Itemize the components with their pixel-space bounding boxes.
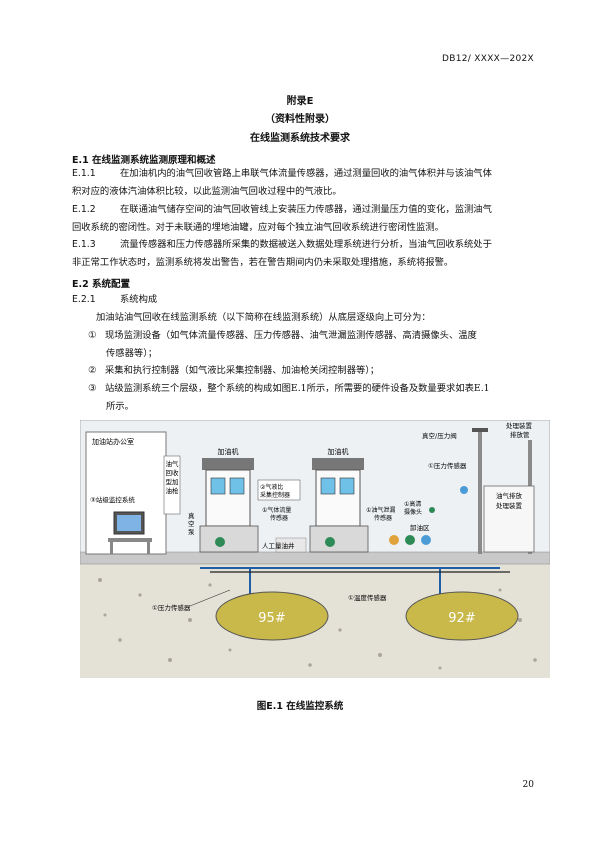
vapor-processing-unit <box>483 485 535 553</box>
flow-sensor-1-label: ①气体流量 <box>262 506 291 514</box>
temp-sensor-label: ①温度传感器 <box>348 593 387 602</box>
section-e2-heading: E.2 系统配置 <box>72 279 131 290</box>
appendix-subtitle: 在线监测系统技术要求 <box>250 133 350 144</box>
appendix-title: 附录E <box>286 96 314 107</box>
dispenser-1: 加油机 <box>199 447 259 553</box>
section-e1-heading: E.1 在线监测系统监测原理和概述 <box>72 155 216 166</box>
list-item: ① 现场监测设备（如气体流量传感器、压力传感器、油气泄漏监测传感器、高清摄像头、… <box>88 330 477 359</box>
svg-text:采集控制器: 采集控制器 <box>260 491 290 499</box>
vent-pipe <box>478 430 482 554</box>
dispenser-2-label: 加油机 <box>328 447 349 456</box>
document-id: DB12/ XXXX—202X <box>442 54 534 64</box>
vapor-unit-label: 油气排放 <box>496 491 523 500</box>
vacuum-pump-label: 真空泵 <box>188 511 195 536</box>
tank-95: 95# <box>215 591 329 641</box>
pressure-sensor-top-label: ①压力传感器 <box>428 461 467 470</box>
clause-number: E.2.1 <box>72 294 96 305</box>
svg-text:传感器: 传感器 <box>270 514 288 522</box>
clause-number: E.1.2 <box>72 204 96 215</box>
tank-95-label: 95# <box>258 611 285 626</box>
pressure-sensor-bottom-label: ①压力传感器 <box>152 603 191 612</box>
office-label: 加油站办公室 <box>92 437 134 446</box>
list-item: ③ 站级监测系统三个层级，整个系统的构成如图E.1所示，所需要的硬件设备及数量要… <box>88 383 490 412</box>
station-monitor-label: ③站级监控系统 <box>90 495 135 504</box>
nozzle-label: 油气回收型加油枪 <box>166 459 180 495</box>
manhole-label: 人工量油井 <box>262 541 295 550</box>
tank-92-label: 92# <box>448 611 475 626</box>
gl-controller-label: ②气液比 <box>260 483 283 491</box>
office-building <box>85 431 167 555</box>
unloading-label: 卸油区 <box>410 523 430 532</box>
list-item: ② 采集和执行控制器（如气液比采集控制器、加油枪关闭控制器等）； <box>88 365 380 376</box>
page-number: 20 <box>522 780 534 790</box>
figure-caption: 图E.1 在线监控系统 <box>256 701 344 712</box>
svg-text:排放管: 排放管 <box>510 430 530 439</box>
svg-text:传感器: 传感器 <box>374 514 392 522</box>
dispenser-2: 加油机 <box>309 447 369 553</box>
flow-sensor-2-label: ①油气泄漏 <box>366 506 395 514</box>
svg-text:摄像头: 摄像头 <box>404 508 422 516</box>
dispenser-1-label: 加油机 <box>218 447 239 456</box>
pv-valve-label: 真空/压力阀 <box>422 431 457 440</box>
clause-number: E.1.3 <box>72 239 96 250</box>
clause-number: E.1.1 <box>72 168 96 179</box>
online-monitoring-diagram: 加油站办公室 ③站级监控系统 油气回收型加油枪 加油机 真空泵 ②气液比 采集控… <box>80 420 550 678</box>
tank-92: 92# <box>405 591 519 641</box>
svg-text:处理装置: 处理装置 <box>496 501 523 510</box>
vent-pipe-label: 处理装置 <box>506 421 533 430</box>
camera-label: ①高清 <box>404 500 421 508</box>
appendix-type: （资料性附录） <box>265 114 335 125</box>
soil-texture <box>98 578 537 670</box>
